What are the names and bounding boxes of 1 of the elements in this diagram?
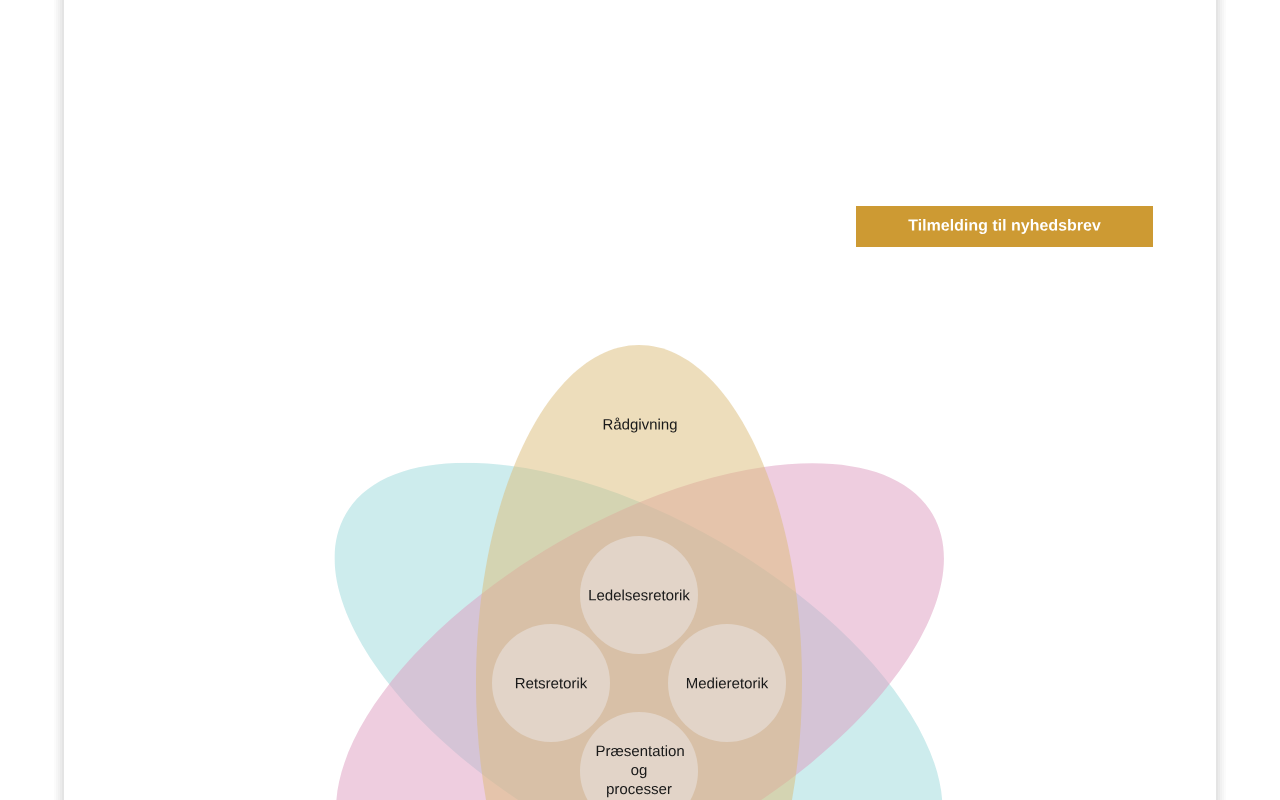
- newsletter-button: Tilmelding til nyhedsbrev: [856, 206, 1153, 247]
